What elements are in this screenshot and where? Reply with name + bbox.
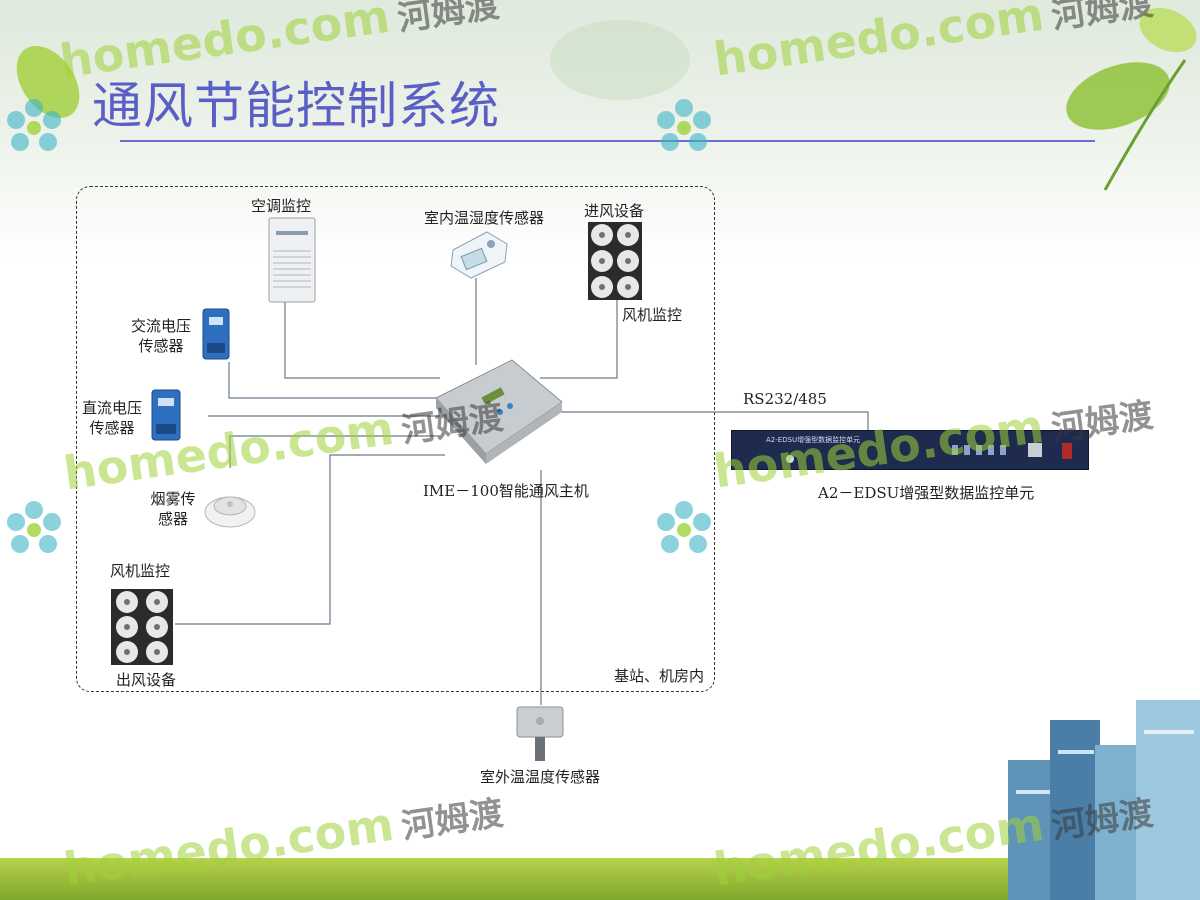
host-label: IME－100智能通风主机 bbox=[423, 482, 589, 500]
ac-voltage-label-line1: 交流电压 bbox=[130, 317, 191, 335]
watermark-flower-icon bbox=[7, 501, 61, 553]
boundary-label: 基站、机房内 bbox=[614, 667, 705, 685]
exhaust-device-label: 出风设备 bbox=[116, 671, 177, 689]
smoke-sensor-label: 烟雾传 感器 bbox=[146, 489, 200, 529]
exhaust-fan-icon bbox=[111, 589, 173, 665]
smoke-label-line2: 感器 bbox=[157, 510, 188, 528]
indoor-sensor-icon bbox=[450, 231, 508, 279]
ac-voltage-sensor-label: 交流电压 传感器 bbox=[130, 316, 192, 356]
exhaust-fan-monitor-label: 风机监控 bbox=[110, 562, 171, 580]
dc-voltage-label-line2: 传感器 bbox=[89, 419, 135, 437]
slide-title: 通风节能控制系统 bbox=[92, 77, 500, 135]
intake-fan-monitor-label: 风机监控 bbox=[622, 306, 683, 324]
outdoor-sensor-label: 室外温温度传感器 bbox=[480, 768, 601, 786]
outdoor-sensor-icon bbox=[516, 706, 564, 761]
ac-monitor-label: 空调监控 bbox=[251, 197, 312, 215]
ac-voltage-sensor-icon bbox=[202, 308, 230, 360]
intake-fan-icon bbox=[588, 222, 642, 300]
dc-voltage-sensor-label: 直流电压 传感器 bbox=[80, 398, 144, 438]
ventilation-host-icon bbox=[435, 359, 563, 464]
background-bottom-band bbox=[0, 858, 1200, 900]
smoke-sensor-icon bbox=[204, 496, 256, 528]
indoor-sensor-label: 室内温湿度传感器 bbox=[424, 209, 545, 227]
monitor-unit-label: A2－EDSU增强型数据监控单元 bbox=[818, 484, 1035, 502]
monitor-unit-rack-icon: A2-EDSU增强型数据监控单元 bbox=[731, 430, 1089, 470]
title-underline bbox=[120, 140, 1095, 142]
dc-voltage-label-line1: 直流电压 bbox=[81, 399, 142, 417]
intake-device-label: 进风设备 bbox=[584, 202, 645, 220]
rs-interface-label: RS232/485 bbox=[743, 390, 827, 408]
watermark-flower-icon bbox=[657, 99, 711, 151]
monitor-unit-panel-text: A2-EDSU增强型数据监控单元 bbox=[766, 436, 861, 444]
ac-voltage-label-line2: 传感器 bbox=[138, 337, 184, 355]
watermark-flower-icon bbox=[7, 99, 61, 151]
watermark-flower-icon bbox=[657, 501, 711, 553]
dc-voltage-sensor-icon bbox=[151, 389, 181, 441]
air-conditioner-icon bbox=[268, 217, 316, 303]
smoke-label-line1: 烟雾传 bbox=[150, 490, 196, 508]
equipment-room-boundary bbox=[76, 186, 715, 692]
